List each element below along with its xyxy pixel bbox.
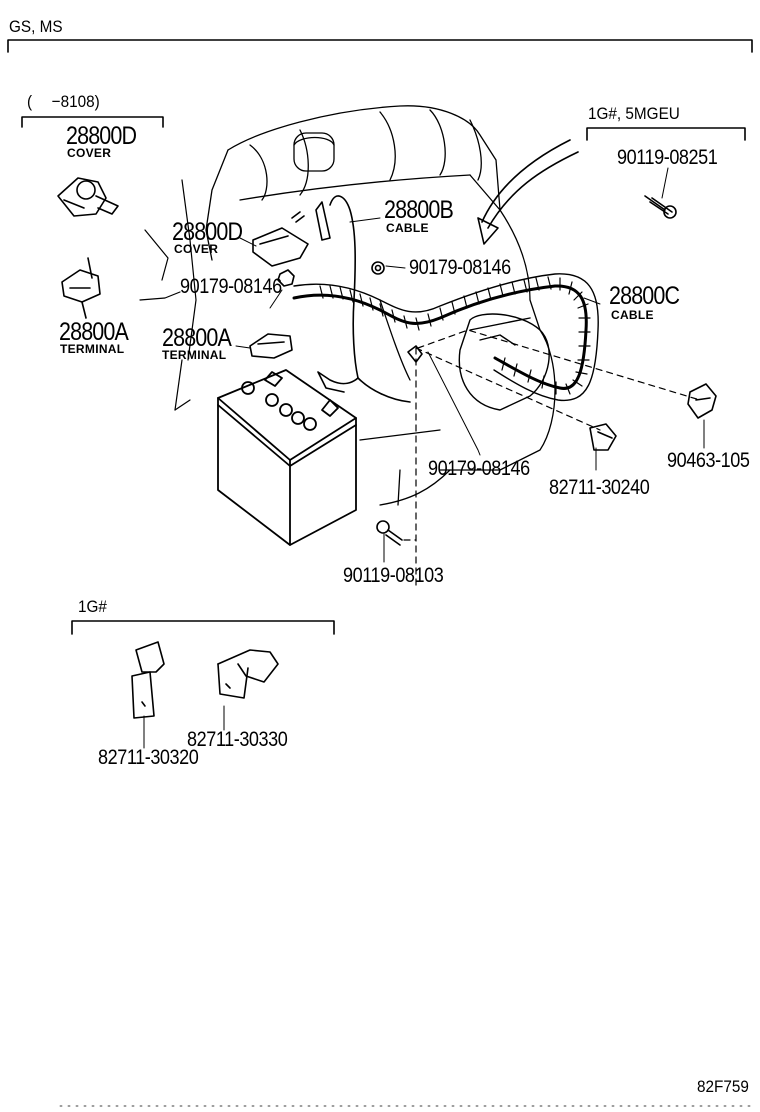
dashed-lines bbox=[404, 330, 700, 590]
bottom-left-bracket bbox=[72, 621, 334, 634]
cable-28800b bbox=[316, 196, 410, 402]
part-number-28800b: 28800B bbox=[384, 196, 454, 224]
mid-cover-part bbox=[253, 212, 308, 266]
diagram-code: 82F759 bbox=[697, 1077, 749, 1096]
part-number-90463-105: 90463-105 bbox=[667, 449, 750, 472]
ghost-outlines bbox=[140, 180, 196, 410]
part-name-28800b: CABLE bbox=[386, 221, 429, 235]
top-left-condition: ( −8108) bbox=[27, 92, 100, 111]
left-terminal-part bbox=[62, 258, 100, 318]
top-cover-part bbox=[58, 178, 118, 216]
mid-terminal-part bbox=[250, 334, 292, 358]
engine-outline bbox=[206, 106, 555, 505]
part-number-82711-30330: 82711-30330 bbox=[187, 728, 288, 751]
part-number-28800a-mid: 28800A bbox=[162, 324, 232, 352]
part-number-28800d-top: 28800D bbox=[66, 122, 137, 150]
part-number-28800c: 28800C bbox=[609, 282, 680, 310]
nut-right bbox=[372, 262, 384, 274]
top-left-bracket bbox=[22, 117, 163, 127]
starter-motor bbox=[459, 314, 549, 410]
terminal-82711-30240 bbox=[590, 424, 616, 450]
battery bbox=[218, 370, 356, 545]
top-right-condition: 1G#, 5MGEU bbox=[588, 104, 680, 123]
part-number-90179-08146-right: 90179-08146 bbox=[409, 256, 511, 279]
part-name-28800a-left: TERMINAL bbox=[60, 342, 125, 356]
reference-arrow bbox=[478, 140, 578, 244]
bolt-top-right bbox=[645, 196, 676, 218]
mid-nut bbox=[278, 270, 294, 286]
part-name-28800d-top: COVER bbox=[67, 146, 112, 160]
part-number-82711-30320: 82711-30320 bbox=[98, 746, 199, 769]
header-model-code: GS, MS bbox=[9, 17, 63, 36]
part-82711-30330-drawing bbox=[218, 650, 278, 698]
part-number-90119-08103: 90119-08103 bbox=[343, 564, 444, 587]
leader-90119-08251 bbox=[662, 168, 668, 198]
part-name-28800a-mid: TERMINAL bbox=[162, 348, 227, 362]
bolt-bottom bbox=[377, 521, 402, 545]
part-number-28800a-left: 28800A bbox=[59, 318, 129, 346]
cable-coil-ticks bbox=[320, 277, 590, 394]
part-name-28800c: CABLE bbox=[611, 308, 654, 322]
part-number-90119-08251: 90119-08251 bbox=[617, 146, 718, 169]
cable-28800c bbox=[294, 274, 598, 401]
part-name-28800d-mid: COVER bbox=[174, 242, 219, 256]
top-right-bracket bbox=[587, 128, 745, 140]
part-number-82711-30240: 82711-30240 bbox=[549, 476, 650, 499]
part-82711-30320-drawing bbox=[132, 642, 164, 718]
header-bracket bbox=[8, 40, 752, 52]
part-number-90179-08146-mid: 90179-08146 bbox=[180, 275, 282, 298]
bottom-left-condition: 1G# bbox=[78, 597, 107, 616]
part-number-90179-08146-low: 90179-08146 bbox=[428, 457, 530, 480]
nut-low bbox=[408, 346, 422, 362]
part-number-28800d-mid: 28800D bbox=[172, 218, 243, 246]
clamp-right bbox=[688, 384, 716, 418]
leader-lines bbox=[144, 218, 704, 748]
